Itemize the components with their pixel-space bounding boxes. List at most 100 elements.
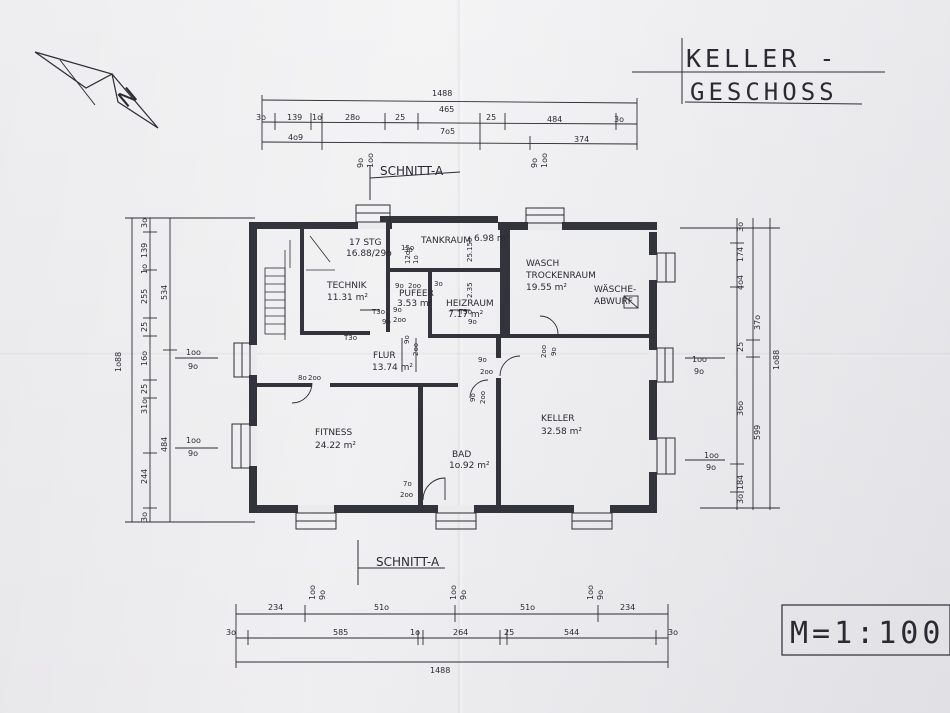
dim-top-d: 28o <box>345 113 360 122</box>
room-bad-name: BAD <box>452 450 471 460</box>
section-top-label: SCHNITT-A <box>380 164 444 178</box>
dim-right-d: 25 <box>736 342 745 352</box>
dim-bottom-d: 234 <box>620 603 635 612</box>
room-technik-area: 11.31 m² <box>327 293 368 303</box>
door-dim-12: T3o <box>371 308 385 316</box>
dim-top-window-a: 9o <box>356 158 365 168</box>
dim-left-j: 3o <box>140 512 149 522</box>
door-dim-15: 9o <box>468 318 477 326</box>
room-tankraum-name: TANKRAUM <box>420 236 471 246</box>
room-heizraum-name: HEIZRAUM <box>446 299 494 309</box>
title-block: KELLER - GESCHOSS <box>632 38 885 106</box>
room-wasch-name2: TROCKENRAUM <box>525 271 596 281</box>
door-dim-9: 9o <box>393 306 402 314</box>
dim-top-h: 484 <box>547 115 562 124</box>
dim-right-win2-a: 1oo <box>704 451 719 460</box>
door-dim-14: T3o <box>458 308 472 316</box>
dim-left-total: 1o88 <box>114 352 123 372</box>
section-marker-top: SCHNITT-A <box>369 164 461 200</box>
section-marker-bottom: SCHNITT-A <box>357 540 445 585</box>
dim-left-k: 534 <box>160 285 169 300</box>
door-dim-24: 2oo <box>400 491 413 499</box>
door-dim-3: 12o <box>404 251 412 264</box>
laundry-chute-icon <box>623 295 639 309</box>
door-dim-17: 8o <box>298 374 307 382</box>
right-dimensions <box>680 218 780 510</box>
dim-left-c: 1o <box>140 264 149 274</box>
dim-bottom-win-c: 1oo <box>449 585 458 600</box>
door-dim-16: 2oo <box>540 345 548 358</box>
door-dim-19: 9o <box>478 356 487 364</box>
room-tankraum-area: 6.98 m² <box>474 234 510 244</box>
right-dimension-labels: 1o88 3o 174 4o4 25 36o 184 3o 37o 599 1o… <box>692 222 781 504</box>
dim-bottom-h: 264 <box>453 628 468 637</box>
dim-left-win2-a: 1oo <box>186 436 201 445</box>
dim-top-j: 4o9 <box>288 133 303 142</box>
top-dimensions <box>261 95 638 150</box>
room-technik-name: TECHNIK <box>326 281 368 291</box>
dim-right-c: 4o4 <box>736 275 745 290</box>
dim-right-win1-a: 1oo <box>692 355 707 364</box>
dim-left-l: 484 <box>160 437 169 452</box>
dim-left-e: 25 <box>140 322 149 332</box>
door-dim-11: 3o <box>434 280 443 288</box>
dim-top-window2-b: 1oo <box>540 153 549 168</box>
dim-right-f: 184 <box>736 475 745 490</box>
door-dim-21: 9o <box>469 393 477 402</box>
dim-bottom-j: 544 <box>564 628 579 637</box>
doors <box>291 309 559 501</box>
dim-right-h: 37o <box>753 315 762 330</box>
door-dim-2: 15o <box>401 244 414 252</box>
dim-bottom-f: 585 <box>333 628 348 637</box>
dim-bottom-total: 1488 <box>430 666 450 675</box>
dim-left-win1-b: 9o <box>188 362 198 371</box>
room-pufeer-area: 3.53 m² <box>397 299 433 309</box>
dim-left-f: 16o <box>140 351 149 366</box>
door-dim-7: 9o <box>395 282 404 290</box>
door-dimension-labels: 3o 15o 12o 1o 25.15o 2.35 9o 2oo 9o 2oo … <box>298 238 558 499</box>
door-dim-28: 9o <box>550 347 558 356</box>
door-dim-8: 2oo <box>408 282 421 290</box>
room-waesche-name2: ABWURF <box>594 297 633 307</box>
room-flur-name: FLUR <box>373 351 396 361</box>
top-dimension-labels: 1488 3o 139 1o 28o 25 465 25 484 3o 4o9 … <box>256 89 624 168</box>
room-pufeer-name: PUFEER <box>399 289 434 299</box>
title-line2: GESCHOSS <box>690 78 838 106</box>
dim-bottom-i: 25 <box>504 628 514 637</box>
scale-box: M=1:100 <box>781 604 950 656</box>
dim-right-e: 36o <box>736 401 745 416</box>
dim-left-d: 255 <box>140 289 149 304</box>
door-dim-26: 9o <box>403 335 411 344</box>
north-arrow-icon: N <box>34 51 159 129</box>
dim-bottom-g: 1o <box>410 628 420 637</box>
stairs <box>264 235 335 340</box>
scale-label: M=1:100 <box>790 616 944 651</box>
dim-left-win2-b: 9o <box>188 449 198 458</box>
dim-top-g: 25 <box>486 113 496 122</box>
door-dim-5: 25.15o <box>466 238 474 262</box>
room-fitness-name: FITNESS <box>315 428 352 438</box>
dim-top-window-b: 1oo <box>366 153 375 168</box>
dim-right-g: 3o <box>736 494 745 504</box>
bottom-dimensions <box>235 604 669 668</box>
room-labels: 17 STG 16.88/29o TECHNIK 11.31 m² TANKRA… <box>315 234 636 471</box>
dim-left-h: 31o <box>140 399 149 414</box>
room-stair-sub: 16.88/29o <box>346 249 392 259</box>
room-flur-area: 13.74 m² <box>372 363 413 373</box>
dim-top-l: 374 <box>574 135 589 144</box>
title-line1: KELLER - <box>686 44 838 73</box>
dim-bottom-win-a: 1oo <box>308 585 317 600</box>
dim-right-b: 174 <box>736 247 745 262</box>
room-wasch-name1: WASCH <box>526 259 559 269</box>
room-heizraum-area: 7.17 m² <box>448 310 484 320</box>
paper-fold-vertical <box>457 0 463 713</box>
dim-bottom-win-e: 1oo <box>586 585 595 600</box>
dim-bottom-k: 3o <box>668 628 678 637</box>
dim-top-b: 139 <box>287 113 302 122</box>
interior-walls <box>256 222 656 506</box>
door-dim-20: 2oo <box>480 368 493 376</box>
door-dim-10: 2oo <box>393 316 406 324</box>
dim-top-total: 1488 <box>432 89 452 98</box>
